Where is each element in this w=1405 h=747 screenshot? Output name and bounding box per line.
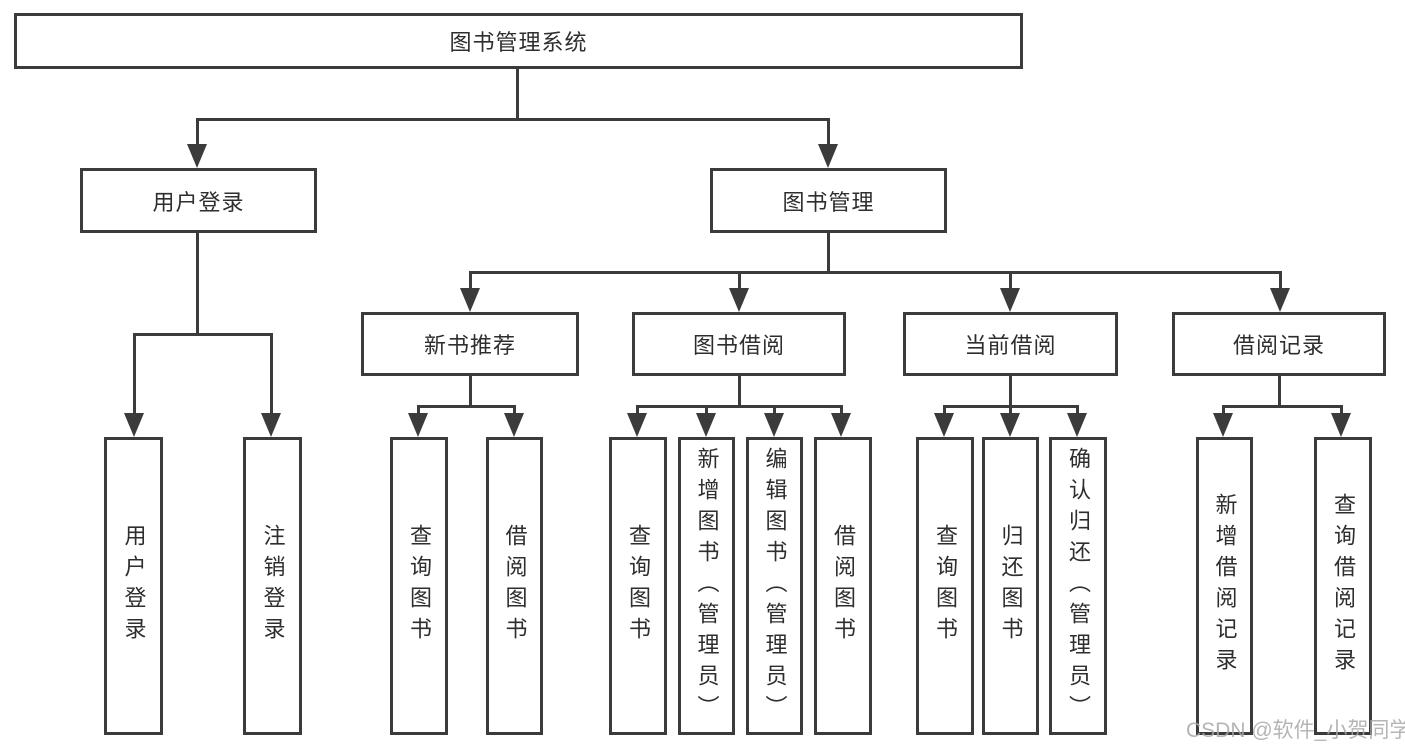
leaf-recommend-query-books: 查询图书 (390, 437, 448, 735)
node-book-management: 图书管理 (710, 168, 947, 233)
leaf-records-query-record: 查询借阅记录 (1314, 437, 1372, 735)
arrow-down-icon (696, 413, 716, 437)
arrow-down-icon (1000, 288, 1020, 312)
arrow-down-icon (831, 413, 851, 437)
arrow-down-icon (818, 144, 838, 168)
connector-line (773, 405, 776, 416)
connector-line (133, 333, 273, 336)
leaf-current-confirm-return-admin: 确认归还（管理员） (1049, 437, 1107, 735)
connector-line (1076, 405, 1079, 416)
connector-line (469, 271, 472, 291)
node-new-book-recommend-label: 新书推荐 (423, 333, 516, 358)
leaf-current-query-books-label: 查询图书 (933, 524, 958, 648)
leaf-borrowing-query-books: 查询图书 (609, 437, 667, 735)
arrow-down-icon (1213, 413, 1233, 437)
leaf-borrowing-edit-books-admin-label: 编辑图书（管理员） (762, 446, 788, 726)
connector-line (943, 405, 946, 416)
connector-line (840, 405, 843, 416)
connector-line (516, 69, 519, 121)
connector-line (417, 405, 516, 408)
connector-line (1222, 405, 1225, 416)
arrow-down-icon (1067, 413, 1087, 437)
node-borrowing-records: 借阅记录 (1172, 312, 1386, 376)
connector-line (1009, 405, 1012, 416)
arrow-down-icon (934, 413, 954, 437)
connector-line (1278, 376, 1281, 407)
leaf-user-login-label: 用户登录 (121, 524, 147, 648)
connector-line (1222, 405, 1343, 408)
leaf-logout-label: 注销登录 (260, 524, 286, 648)
leaf-borrowing-query-books-label: 查询图书 (626, 524, 651, 648)
connector-line (1279, 271, 1282, 291)
connector-line (513, 405, 516, 416)
arrow-down-icon (460, 288, 480, 312)
leaf-user-login: 用户登录 (104, 437, 163, 735)
connector-line (827, 118, 830, 146)
leaf-borrowing-borrow-books-label: 借阅图书 (831, 524, 856, 648)
arrow-down-icon (764, 413, 784, 437)
arrow-down-icon (187, 144, 207, 168)
node-book-borrowing: 图书借阅 (632, 312, 846, 376)
connector-line (270, 333, 273, 415)
connector-line (636, 405, 843, 408)
connector-line (738, 271, 741, 291)
leaf-current-query-books: 查询图书 (916, 437, 974, 735)
connector-line (1340, 405, 1343, 416)
node-borrowing-records-label: 借阅记录 (1232, 333, 1325, 358)
leaf-records-add-record-label: 新增借阅记录 (1212, 493, 1238, 679)
leaf-records-add-record: 新增借阅记录 (1196, 437, 1253, 735)
node-user-login: 用户登录 (80, 168, 317, 233)
node-current-borrowing-label: 当前借阅 (964, 333, 1057, 358)
connector-line (1009, 376, 1012, 407)
node-root: 图书管理系统 (14, 13, 1023, 69)
connector-line (1009, 271, 1012, 291)
arrow-down-icon (1270, 288, 1290, 312)
node-book-management-label: 图书管理 (782, 189, 875, 215)
arrow-down-icon (627, 413, 647, 437)
connector-line (738, 376, 741, 407)
connector-line (133, 333, 136, 415)
leaf-recommend-borrow-books-label: 借阅图书 (502, 524, 528, 648)
leaf-current-confirm-return-admin-label: 确认归还（管理员） (1066, 446, 1091, 726)
arrow-down-icon (1331, 413, 1351, 437)
connector-line (196, 233, 199, 336)
leaf-borrowing-add-books-admin-label: 新增图书（管理员） (694, 446, 720, 726)
connector-line (827, 233, 830, 274)
leaf-borrowing-edit-books-admin: 编辑图书（管理员） (746, 437, 803, 735)
connector-line (469, 271, 1281, 274)
node-root-label: 图书管理系统 (449, 30, 588, 55)
connector-line (705, 405, 708, 416)
arrow-down-icon (408, 413, 428, 437)
leaf-current-return-books: 归还图书 (982, 437, 1039, 735)
watermark-text: CSDN @软件_小贺同学 (1186, 719, 1405, 742)
node-new-book-recommend: 新书推荐 (361, 312, 579, 376)
leaf-recommend-borrow-books: 借阅图书 (486, 437, 543, 735)
connector-line (417, 405, 420, 416)
arrow-down-icon (504, 413, 524, 437)
leaf-logout: 注销登录 (243, 437, 302, 735)
leaf-records-query-record-label: 查询借阅记录 (1331, 493, 1356, 679)
node-current-borrowing: 当前借阅 (903, 312, 1118, 376)
arrow-down-icon (1000, 413, 1020, 437)
connector-line (196, 118, 199, 146)
connector-line (196, 118, 830, 121)
leaf-current-return-books-label: 归还图书 (998, 524, 1024, 648)
arrow-down-icon (729, 288, 749, 312)
connector-line (469, 376, 472, 407)
connector-line (636, 405, 639, 416)
arrow-down-icon (124, 413, 144, 437)
arrow-down-icon (261, 413, 281, 437)
leaf-borrowing-add-books-admin: 新增图书（管理员） (678, 437, 735, 735)
leaf-borrowing-borrow-books: 借阅图书 (814, 437, 872, 735)
node-book-borrowing-label: 图书借阅 (692, 333, 785, 358)
leaf-recommend-query-books-label: 查询图书 (407, 524, 432, 648)
node-user-login-label: 用户登录 (152, 189, 245, 215)
